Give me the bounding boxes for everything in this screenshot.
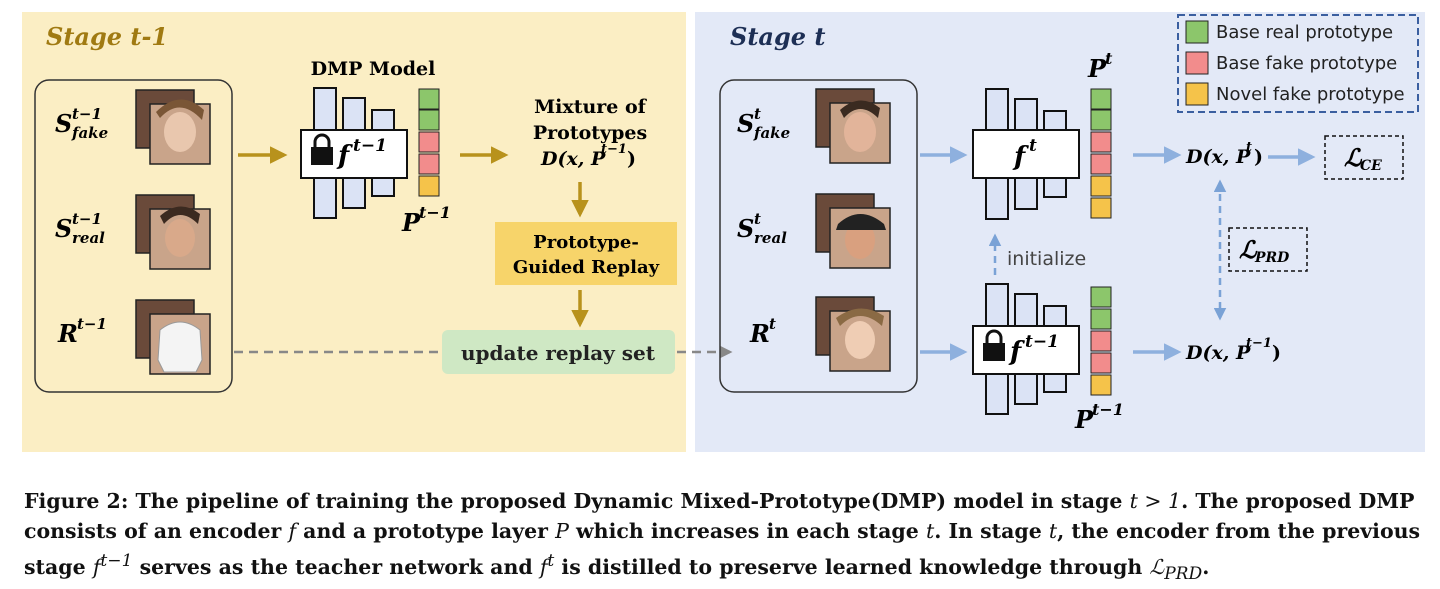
- svg-text:R: R: [749, 319, 770, 348]
- svg-text:t−1: t−1: [72, 105, 102, 123]
- face-images-replay-curr: [815, 296, 891, 372]
- svg-text:R: R: [57, 319, 78, 348]
- svg-text:S: S: [737, 109, 754, 138]
- svg-text:Base fake prototype: Base fake prototype: [1216, 53, 1397, 74]
- legend-swatch: [1185, 82, 1209, 106]
- svg-text:Mixture of: Mixture of: [534, 96, 648, 118]
- face-images-fake-prev: [135, 89, 211, 165]
- output-prev: D(x, P t−1 ): [1185, 336, 1281, 364]
- input-set-box-prev: [34, 79, 233, 393]
- set-label-real-curr: S t real: [737, 210, 787, 247]
- prototype-stack-teacher: [1090, 286, 1112, 396]
- svg-text:t: t: [754, 210, 761, 228]
- lock-icon: [311, 133, 333, 165]
- svg-text:D(x, P: D(x, P: [1185, 146, 1251, 168]
- svg-text:fake: fake: [71, 124, 108, 142]
- prototype-label-curr: P t: [1087, 49, 1113, 83]
- svg-text:CE: CE: [1360, 158, 1382, 174]
- stage-prev-title: Stage t-1: [46, 22, 168, 51]
- svg-text:S: S: [55, 214, 72, 243]
- prototype-stack-curr: [1090, 88, 1112, 219]
- prototype-label-prev: P t−1: [401, 203, 451, 237]
- legend-item-novel-fake: Novel fake prototype: [1185, 82, 1405, 106]
- svg-text:fake: fake: [753, 124, 790, 142]
- input-set-box-curr: [719, 79, 918, 393]
- svg-text:t: t: [1246, 140, 1252, 155]
- svg-text:t−1: t−1: [1092, 400, 1124, 419]
- legend-item-base-fake: Base fake prototype: [1185, 51, 1397, 75]
- legend-item-base-real: Base real prototype: [1185, 20, 1393, 44]
- encoder-teacher: f t−1: [972, 283, 1080, 415]
- svg-text:t−1: t−1: [419, 203, 451, 222]
- set-label-fake-curr: S t fake: [737, 105, 790, 142]
- svg-text:P: P: [1087, 54, 1107, 83]
- lock-icon: [983, 329, 1005, 361]
- update-replay-set-box: [442, 330, 675, 374]
- figure-caption: Figure 2: The pipeline of training the p…: [24, 489, 1421, 584]
- svg-text:f: f: [1008, 337, 1025, 367]
- stage-curr-title: Stage t: [730, 22, 825, 51]
- svg-text:D(x, P: D(x, P: [1185, 342, 1251, 364]
- svg-text:t: t: [1029, 136, 1037, 156]
- pipeline-figure: Stage t-1 Stage t S t−1 fake S t−1 real …: [22, 12, 1425, 452]
- legend-box: [1177, 14, 1419, 113]
- output-curr: D(x, P t ): [1185, 140, 1263, 168]
- mixture-formula: D(x, P t−1 ): [540, 142, 636, 170]
- svg-text:t−1: t−1: [353, 136, 387, 156]
- set-label-fake-prev: S t−1 fake: [55, 105, 108, 142]
- loss-prd: ℒ PRD: [1239, 235, 1290, 266]
- svg-text:): ): [627, 148, 636, 170]
- svg-text:t−1: t−1: [601, 142, 627, 157]
- replay-line2: Guided Replay: [513, 257, 660, 278]
- svg-text:t−1: t−1: [1025, 332, 1059, 352]
- mixture-of-prototypes: Mixture of Prototypes: [533, 96, 648, 144]
- dmp-model-label: DMP Model: [311, 58, 436, 80]
- set-label-replay-curr: R t: [749, 315, 776, 348]
- legend-swatch: [1185, 51, 1209, 75]
- svg-text:Prototypes: Prototypes: [533, 122, 647, 144]
- encoder-curr: f t: [972, 88, 1080, 220]
- update-replay-set-label: update replay set: [461, 341, 656, 365]
- prototype-stack-prev: [418, 88, 440, 197]
- loss-ce-box: [1324, 135, 1404, 180]
- svg-text:t: t: [754, 105, 761, 123]
- replay-line1: Prototype-: [533, 232, 639, 253]
- set-label-real-prev: S t−1 real: [55, 210, 105, 247]
- svg-text:P: P: [401, 208, 421, 237]
- loss-ce: ℒ CE: [1344, 143, 1382, 174]
- svg-text:t: t: [1105, 49, 1113, 68]
- encoder-prev: f t−1: [300, 87, 408, 219]
- face-images-real-curr: [815, 193, 891, 269]
- svg-text:D(x, P: D(x, P: [540, 148, 606, 170]
- svg-text:t−1: t−1: [1246, 336, 1272, 351]
- svg-text:ℒ: ℒ: [1239, 235, 1258, 264]
- legend-swatch: [1185, 20, 1209, 44]
- svg-text:t−1: t−1: [72, 210, 102, 228]
- svg-text:t: t: [769, 315, 776, 333]
- svg-text:P: P: [1074, 405, 1094, 434]
- prototype-label-teacher: P t−1: [1074, 400, 1124, 434]
- face-images-replay-prev: [135, 299, 211, 375]
- face-images-fake-curr: [815, 88, 891, 164]
- svg-text:S: S: [55, 109, 72, 138]
- svg-text:real: real: [754, 229, 787, 247]
- svg-text:real: real: [72, 229, 105, 247]
- svg-text:PRD: PRD: [1254, 250, 1290, 266]
- svg-text:ℒ: ℒ: [1344, 143, 1363, 172]
- set-label-replay-prev: R t−1: [57, 315, 107, 348]
- prototype-guided-replay-box: [495, 222, 677, 285]
- loss-prd-box: [1228, 227, 1308, 272]
- svg-text:Novel fake prototype: Novel fake prototype: [1216, 84, 1405, 105]
- svg-text:f: f: [1012, 142, 1029, 172]
- svg-text:t−1: t−1: [77, 315, 107, 333]
- initialize-label: initialize: [1007, 248, 1086, 270]
- face-images-real-prev: [135, 194, 211, 270]
- svg-text:Base real prototype: Base real prototype: [1216, 22, 1393, 43]
- svg-text:): ): [1254, 146, 1263, 168]
- svg-text:S: S: [737, 214, 754, 243]
- svg-text:): ): [1272, 342, 1281, 364]
- svg-text:f: f: [336, 141, 353, 171]
